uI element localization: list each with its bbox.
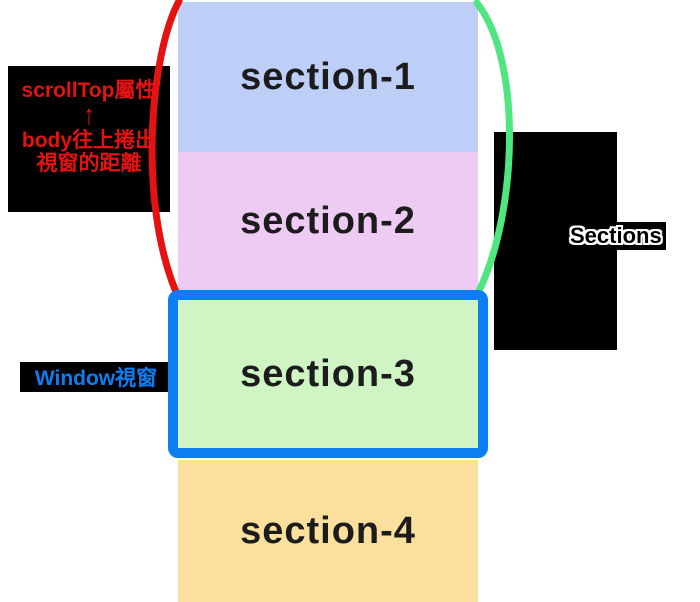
scrolltop-annotation-box: scrollTop屬性 ↑ body往上捲出 視窗的距離 xyxy=(8,66,170,212)
window-label-text: Window視窗 xyxy=(34,367,158,390)
sections-annotation-box: Sections xyxy=(494,132,666,350)
window-viewport-box: section-3 xyxy=(168,290,488,458)
window-annotation-box: Window視窗 xyxy=(20,362,172,392)
scrolltop-description-line2: 視窗的距離 xyxy=(36,152,142,175)
scrolltop-description-line1: body往上捲出 xyxy=(21,129,157,152)
sections-label: Sections xyxy=(566,222,666,250)
section-1-label: section-1 xyxy=(240,55,416,98)
up-arrow-icon: ↑ xyxy=(83,99,95,131)
section-2-label: section-2 xyxy=(240,199,416,242)
section-1-block: section-1 xyxy=(178,2,478,152)
section-3-label: section-3 xyxy=(240,352,416,395)
section-4-label: section-4 xyxy=(240,509,416,552)
section-4-block: section-4 xyxy=(178,460,478,602)
scrolltop-property-label: scrollTop屬性 xyxy=(21,79,157,102)
section-2-block: section-2 xyxy=(178,152,478,290)
